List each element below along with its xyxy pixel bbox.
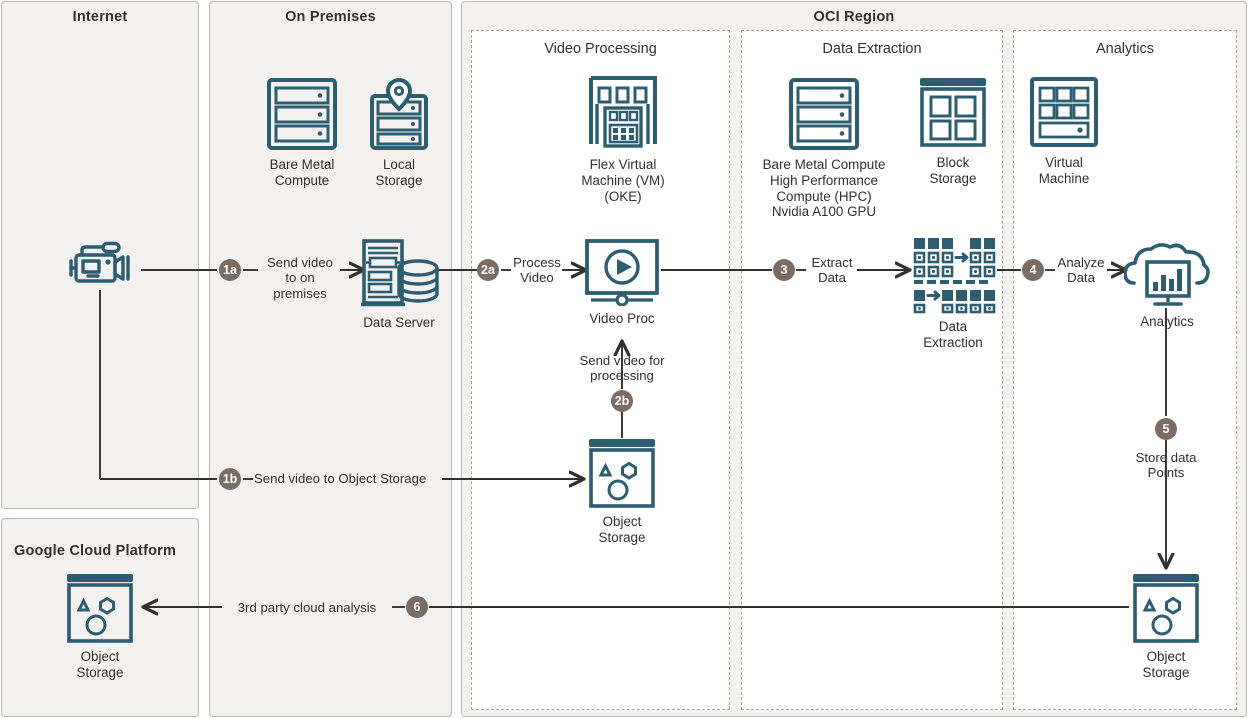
flow-label-2b: Send video for processing bbox=[579, 353, 665, 384]
virtual-machine-icon bbox=[1030, 77, 1098, 147]
zone-google-cloud-platform-title: Google Cloud Platform bbox=[14, 543, 177, 559]
flow-label-2a: Process Video bbox=[513, 255, 561, 286]
node-data-server: Data Server bbox=[356, 238, 442, 331]
node-object-storage-gcp-label: Object Storage bbox=[76, 649, 124, 680]
object-storage-icon bbox=[589, 439, 655, 508]
flow-badge-5: 5 bbox=[1155, 418, 1177, 440]
subzone-data-extraction-title: Data Extraction bbox=[822, 41, 922, 57]
zone-internet-title: Internet bbox=[72, 9, 128, 25]
node-analytics: Analytics bbox=[1124, 239, 1210, 330]
node-local-storage: Local Storage bbox=[364, 76, 434, 189]
node-virtual-machine-label: Virtual Machine bbox=[1038, 155, 1090, 186]
zone-oci-region-title: OCI Region bbox=[813, 9, 895, 25]
node-object-storage-analytics-label: Object Storage bbox=[1142, 649, 1190, 680]
node-bare-metal-compute: Bare Metal Compute bbox=[256, 76, 348, 189]
flow-badge-3: 3 bbox=[773, 259, 795, 281]
flow-badge-1a: 1a bbox=[219, 259, 241, 281]
cloud-analytics-icon bbox=[1124, 243, 1210, 306]
node-block-storage-label: Block Storage bbox=[929, 155, 977, 186]
node-video-proc-label: Video Proc bbox=[589, 311, 655, 326]
subzone-video-processing: Video Processing bbox=[471, 30, 730, 710]
server-rack-icon bbox=[267, 78, 337, 150]
node-bare-metal-hpc-label: Bare Metal Compute High Performance Comp… bbox=[762, 157, 886, 220]
node-video-proc: Video Proc bbox=[582, 238, 662, 327]
flow-label-1b: Send video to Object Storage bbox=[254, 471, 427, 486]
flow-badge-1b: 1b bbox=[219, 468, 241, 490]
video-player-icon bbox=[585, 239, 659, 306]
node-object-storage-analytics: Object Storage bbox=[1129, 572, 1203, 681]
zone-on-premises-title: On Premises bbox=[285, 9, 376, 25]
node-camera bbox=[62, 240, 142, 295]
data-extraction-icon bbox=[913, 238, 996, 314]
node-object-storage-oci: Object Storage bbox=[585, 437, 659, 546]
subzone-analytics-title: Analytics bbox=[1095, 41, 1155, 57]
node-data-server-label: Data Server bbox=[363, 315, 435, 330]
node-data-extraction: Data Extraction bbox=[908, 236, 998, 351]
node-local-storage-label: Local Storage bbox=[375, 157, 423, 188]
node-analytics-label: Analytics bbox=[1140, 314, 1194, 329]
flow-label-1a: Send video to on premises bbox=[267, 255, 333, 301]
flow-badge-2b: 2b bbox=[611, 390, 633, 412]
flow-badge-2a: 2a bbox=[477, 259, 499, 281]
node-bare-metal-hpc: Bare Metal Compute High Performance Comp… bbox=[748, 76, 900, 220]
node-flex-virtual-machine: Flex Virtual Machine (VM) (OKE) bbox=[567, 74, 679, 204]
flow-label-3: Extract Data bbox=[811, 255, 853, 286]
node-object-storage-oci-label: Object Storage bbox=[598, 514, 646, 545]
local-storage-icon bbox=[370, 77, 428, 150]
block-storage-icon bbox=[920, 78, 986, 147]
flow-label-5: Store data Points bbox=[1135, 450, 1197, 481]
object-storage-icon bbox=[1133, 574, 1199, 643]
node-block-storage: Block Storage bbox=[916, 76, 990, 187]
data-server-icon bbox=[361, 239, 439, 307]
subzone-video-processing-title: Video Processing bbox=[544, 41, 657, 57]
server-rack-icon bbox=[789, 78, 859, 150]
flex-virtual-machine-icon bbox=[589, 76, 657, 148]
flow-label-6: 3rd party cloud analysis bbox=[237, 600, 377, 615]
object-storage-icon bbox=[67, 574, 133, 643]
node-virtual-machine: Virtual Machine bbox=[1027, 76, 1101, 187]
node-bare-metal-compute-label: Bare Metal Compute bbox=[269, 157, 335, 188]
flow-badge-4: 4 bbox=[1022, 259, 1044, 281]
video-camera-icon bbox=[69, 241, 130, 283]
flow-label-4: Analyze Data bbox=[1057, 255, 1105, 286]
flow-badge-6: 6 bbox=[406, 596, 428, 618]
node-data-extraction-label: Data Extraction bbox=[923, 319, 983, 350]
node-object-storage-gcp: Object Storage bbox=[63, 572, 137, 681]
node-flex-virtual-machine-label: Flex Virtual Machine (VM) (OKE) bbox=[581, 157, 665, 204]
